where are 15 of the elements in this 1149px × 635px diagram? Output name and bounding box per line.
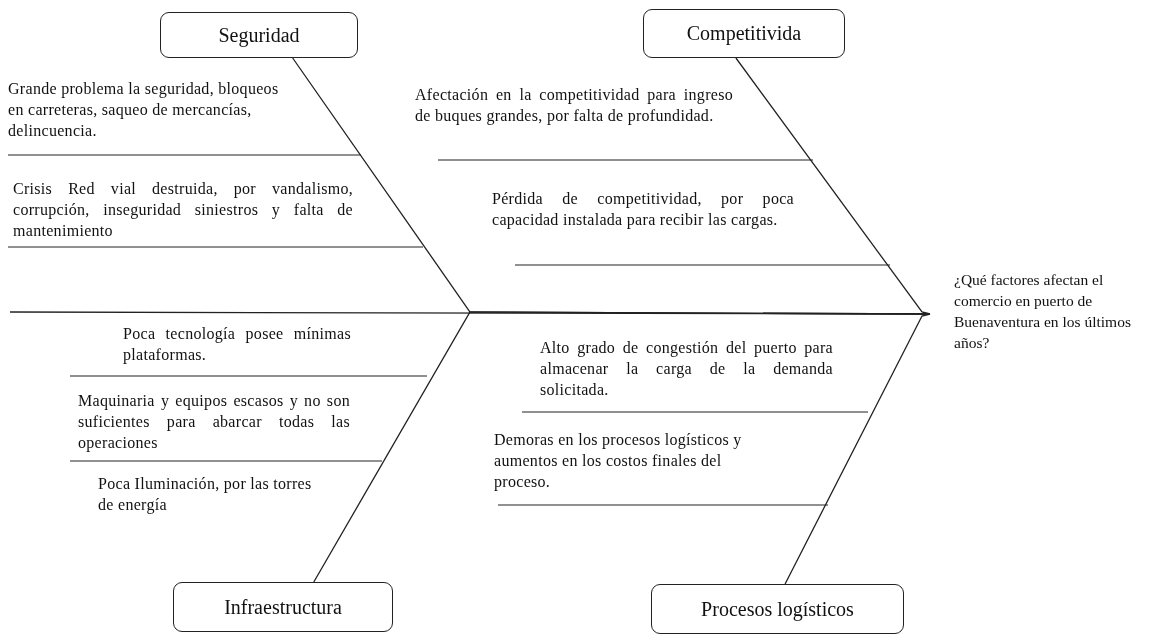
cause-text: Maquinaria y equipos escasos y no son suficientes para abarcar todas las operaciones <box>78 391 350 453</box>
cause-text: Grande problema la seguridad, bloqueos en carreteras, saqueo de mercancías, delincuencia. <box>8 79 280 141</box>
cause-text: Poca Iluminación, por las torres de energía <box>98 474 313 515</box>
problem-statement: ¿Qué factores afectan el comercio en puerto de Buenaventura en los últimos años? <box>930 269 1144 359</box>
category-box: Competitivida <box>643 9 845 58</box>
category-box: Infraestructura <box>173 582 393 632</box>
category-box: Procesos logísticos <box>651 584 904 634</box>
cause-text: Afectación en la competitividad para ingreso de buques grandes, por falta de profundidad. <box>415 85 733 126</box>
cause-text: Poca tecnología posee mínimas plataformas. <box>123 324 351 365</box>
cause-text: Alto grado de congestión del puerto para almacenar la carga de la demanda solicitada. <box>540 338 833 400</box>
spine-line <box>9 311 931 315</box>
cause-text: Pérdida de competitividad, por poca capacidad instalada para recibir las cargas. <box>492 189 794 230</box>
cause-text: Demoras en los procesos logísticos y aumentos en los costos finales del proceso. <box>494 430 743 492</box>
category-box: Seguridad <box>160 12 358 58</box>
cause-text: Crisis Red vial destruida, por vandalismo, corrupción, inseguridad siniestros y falta de mantenimiento <box>13 179 353 241</box>
